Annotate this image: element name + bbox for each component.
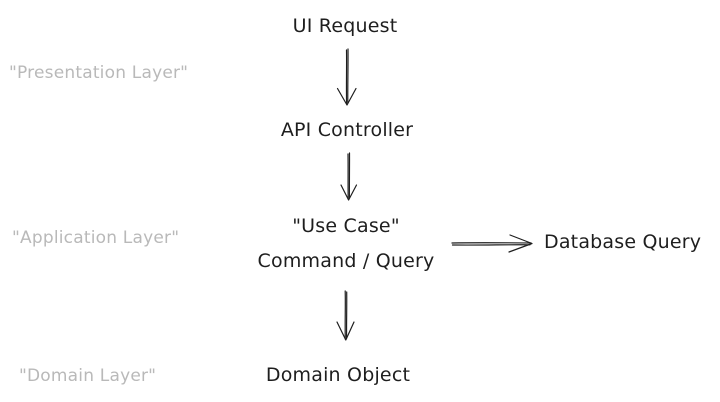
node-use-case-title: "Use Case" <box>292 215 400 237</box>
node-domain-object: Domain Object <box>265 364 411 386</box>
arrow-usecase-to-db <box>451 234 533 253</box>
layer-label-domain: "Domain Layer" <box>19 366 157 386</box>
node-use-case-subtitle: Command / Query <box>257 250 435 272</box>
node-api-controller: API Controller <box>280 119 414 141</box>
layer-label-application: "Application Layer" <box>12 228 180 248</box>
node-ui-request: UI Request <box>292 15 398 37</box>
layer-label-presentation: "Presentation Layer" <box>9 63 189 83</box>
arrow-ui-to-api <box>336 48 357 106</box>
node-database-query: Database Query <box>544 231 702 253</box>
arrow-api-to-usecase <box>340 152 358 201</box>
arrow-usecase-to-domain <box>336 290 355 341</box>
